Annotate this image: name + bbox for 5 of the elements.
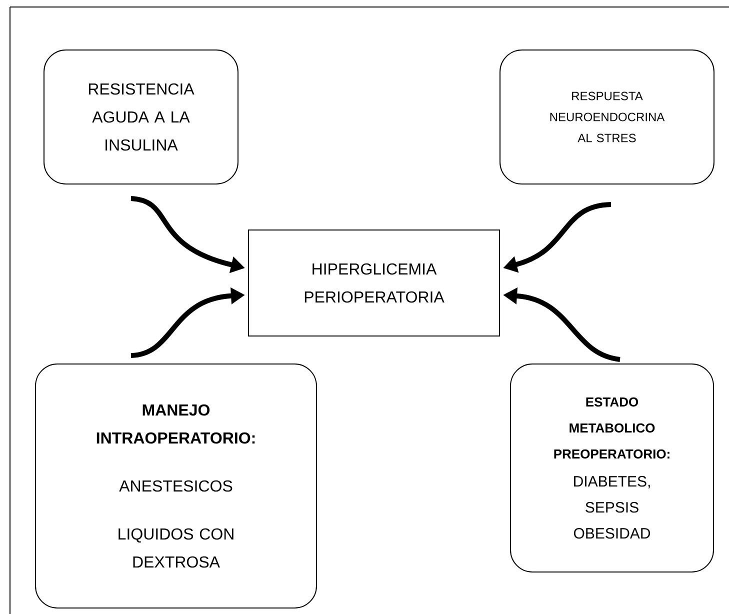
process-box: HIPERGLICEMIA PERIOPERATORIA — [248, 230, 500, 336]
rounded-box: ESTADO METABOLICO PREOPERATORIO: DIABETES, SEPSIS OBESIDAD — [510, 364, 714, 572]
rounded-box: RESISTENCIA AGUDA A LA INSULINA — [44, 50, 238, 184]
rounded-box: RESPUESTA NEUROENDOCRINA AL STRES — [500, 50, 714, 184]
rounded-box: MANEJO INTRAOPERATORIO: ANESTESICOS LIQUIDOS CON DEXTROSA — [35, 364, 317, 608]
